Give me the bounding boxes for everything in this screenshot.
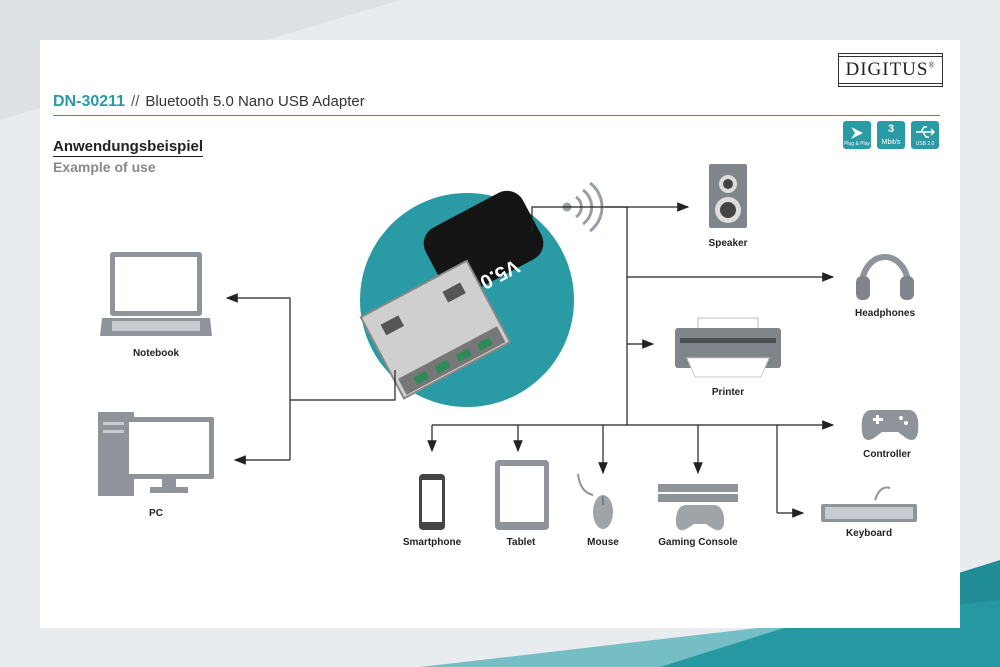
keyboard-icon [821,486,917,522]
headphones-label: Headphones [854,308,916,319]
section-title-en: Example of use [53,159,156,175]
diagram-graphics: V5.0 [98,164,919,531]
plug-and-play-badge: Plug & Play [843,121,871,149]
product-header: DN-30211 // Bluetooth 5.0 Nano USB Adapter [53,93,365,111]
usb-adapter [359,190,544,400]
header-separator: // [131,93,140,110]
section-title-de: Anwendungsbeispiel [53,138,204,157]
controller-icon [861,410,919,440]
connection-lines [225,202,835,518]
tablet-icon [495,460,549,530]
gaming-console-icon [658,484,738,531]
usb-badge: USB 2.0 [911,121,939,149]
gaming-console-label: Gaming Console [658,537,738,548]
tablet-label: Tablet [506,537,536,548]
printer-icon [675,317,781,378]
content-card: DIGITUS® DN-30211 // Bluetooth 5.0 Nano US… [40,40,960,628]
plug-and-play-icon [851,127,863,139]
digitus-logo: DIGITUS® [838,53,943,87]
product-code: DN-30211 [53,93,126,110]
mouse-label: Mouse [587,537,619,548]
notebook-icon [100,252,212,336]
mouse-icon [577,473,613,529]
controller-label: Controller [863,449,911,460]
speaker-icon [709,164,747,228]
speed-badge: 3 Mbit/s [877,121,905,149]
smartphone-icon [419,474,445,530]
pc-icon [98,412,214,496]
smartphone-label: Smartphone [402,537,462,548]
pc-label: PC [149,508,163,519]
printer-label: Printer [711,387,745,398]
speaker-label: Speaker [708,238,748,249]
keyboard-label: Keyboard [845,528,893,539]
usb-icon [916,126,936,138]
header-rule [53,115,940,116]
notebook-label: Notebook [132,348,180,359]
product-name: Bluetooth 5.0 Nano USB Adapter [145,93,365,110]
headphones-icon [856,254,914,300]
